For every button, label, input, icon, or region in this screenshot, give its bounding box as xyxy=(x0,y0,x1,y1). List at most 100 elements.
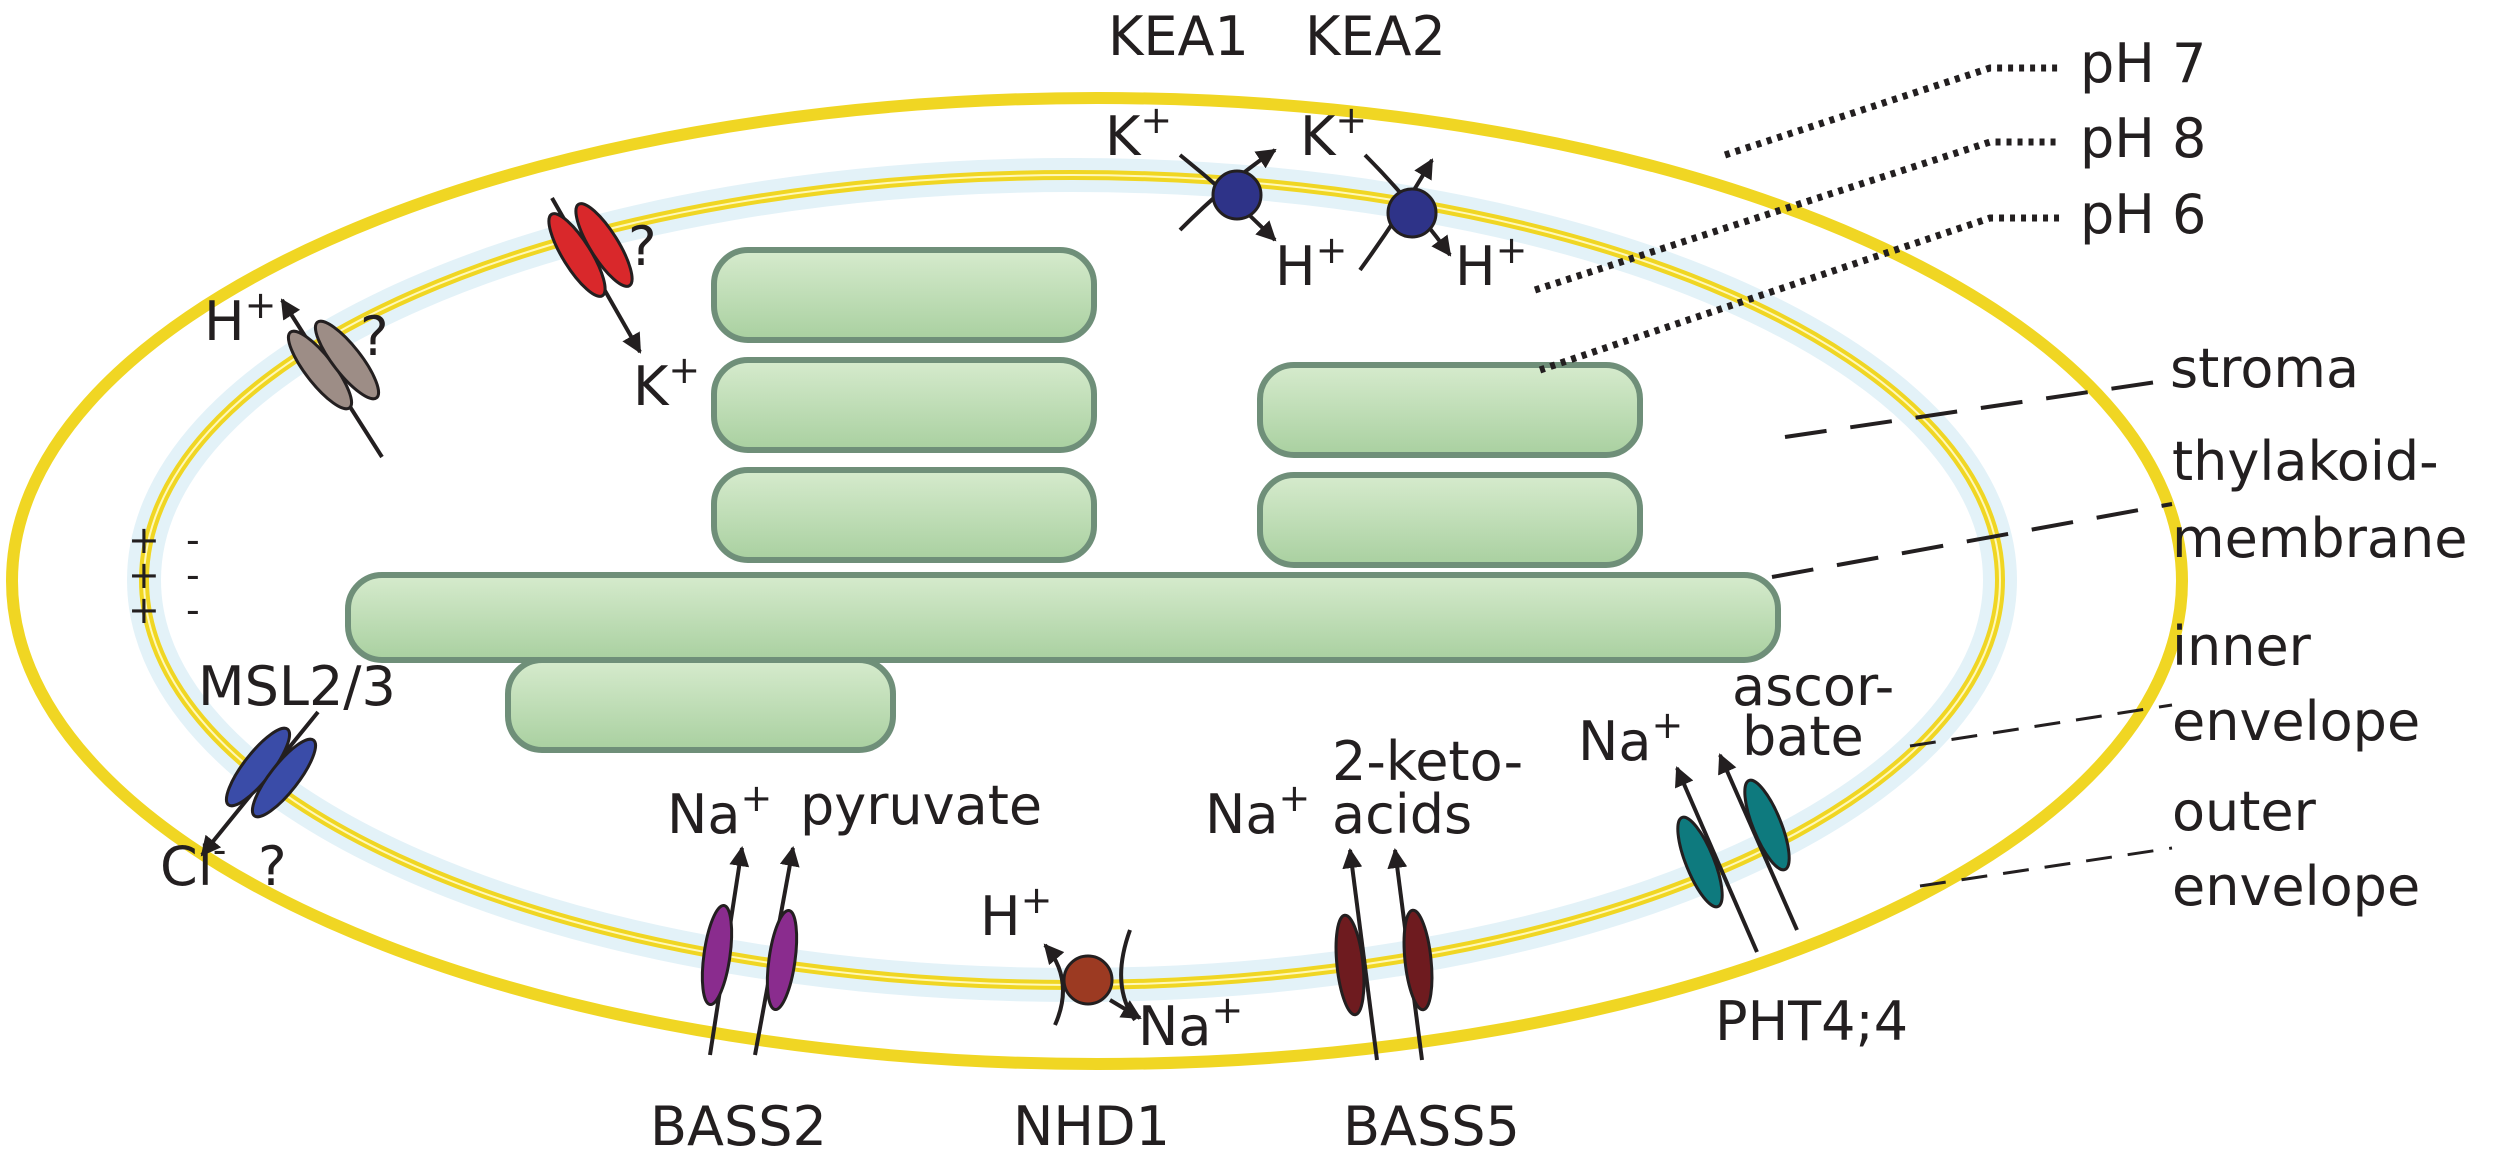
plus-sign: + xyxy=(128,588,160,632)
plus-superscript: + xyxy=(1496,228,1528,272)
bass5-na-label: Na+ xyxy=(1205,776,1310,846)
nhd1-antiporter xyxy=(1043,929,1142,1026)
ph-leaders xyxy=(1533,64,2060,374)
bass5-left-icon xyxy=(1334,913,1366,1017)
thylakoid-grana-2b xyxy=(1257,472,1643,568)
thylakoid-lower-lamella xyxy=(505,657,896,753)
kea1-antiporter xyxy=(1178,148,1277,242)
minus-sign: - xyxy=(186,588,200,632)
msl-label: MSL2/3 xyxy=(198,655,396,718)
h-channel-h-label: H+ xyxy=(204,283,276,353)
stroma-label: stroma xyxy=(2170,337,2359,400)
na-symbol: Na xyxy=(1205,783,1279,846)
outer-line1-label: outer xyxy=(2172,780,2317,843)
bass2-symporter xyxy=(700,846,800,1056)
ph6-leader xyxy=(1538,214,2060,374)
thylakoid-grana-1c xyxy=(711,467,1097,563)
bass5-label: BASS5 xyxy=(1343,1095,1520,1155)
bass2-right-icon xyxy=(765,908,799,1012)
ph8-label: pH 8 xyxy=(2080,107,2206,170)
msl-channel xyxy=(200,710,320,857)
bass2-na-label: Na+ xyxy=(667,776,772,846)
pyruvate-label: pyruvate xyxy=(800,774,1042,837)
msl-cl-label: Cl- xyxy=(160,828,226,898)
nhd1-na-label: Na+ xyxy=(1138,988,1243,1058)
thylakoid-grana-1a xyxy=(711,247,1097,343)
keto-line2-label: acids xyxy=(1332,783,1472,846)
plus-superscript: + xyxy=(1021,878,1053,922)
plus-superscript: + xyxy=(1279,776,1311,820)
bass2-left-icon xyxy=(700,903,734,1007)
msl-right-icon xyxy=(250,737,318,819)
plus-superscript: + xyxy=(668,348,700,392)
thylakoid-stroma-lamella xyxy=(345,572,1781,663)
ph6-label: pH 6 xyxy=(2080,183,2206,246)
ph7-leader xyxy=(1723,64,2060,159)
inner-line1-label: inner xyxy=(2172,615,2312,678)
pht-na-label: Na+ xyxy=(1578,703,1683,773)
pht-right-icon xyxy=(1743,778,1791,872)
kea1-k-label: K+ xyxy=(1105,98,1172,168)
k-symbol: K xyxy=(1105,105,1142,168)
pht-symporter xyxy=(1675,753,1799,953)
inner-envelope-leader xyxy=(1909,703,2173,748)
keto-line1-label: 2-keto- xyxy=(1332,730,1523,793)
kea2-k-label: K+ xyxy=(1300,98,1367,168)
inner-line2-label: envelope xyxy=(2172,690,2420,753)
kea1-h-label: H+ xyxy=(1275,228,1347,298)
compartment-leaders xyxy=(1771,378,2173,888)
kea2-transporter-icon xyxy=(1386,187,1438,239)
kea1-label: KEA1 xyxy=(1108,5,1249,68)
minus-superscript: - xyxy=(213,828,227,872)
bass5-na-arrow xyxy=(1342,848,1379,1061)
pht-left-icon xyxy=(1676,815,1724,909)
h-symbol: H xyxy=(980,885,1021,948)
thylakoid-stacks xyxy=(345,247,1781,753)
plus-superscript: + xyxy=(1212,988,1244,1032)
h-symbol: H xyxy=(204,290,245,353)
bass2-label: BASS2 xyxy=(650,1095,827,1155)
outer-line2-label: envelope xyxy=(2172,855,2420,918)
plus-superscript: + xyxy=(1335,98,1367,142)
kea2-h-label: H+ xyxy=(1455,228,1527,298)
h-channel-question: ? xyxy=(360,305,389,368)
thylakoid-grana-2a xyxy=(1257,362,1643,458)
plus-superscript: + xyxy=(245,283,277,327)
nhd1-na-arrow xyxy=(1108,998,1142,1020)
k-channel-right-icon xyxy=(574,202,634,288)
kea1-transporter-icon xyxy=(1211,169,1263,221)
na-symbol: Na xyxy=(1578,710,1652,773)
thylakoid-line1-label: thylakoid- xyxy=(2172,430,2439,493)
minus-sign: - xyxy=(186,553,200,597)
k-channel-question: ? xyxy=(628,215,657,278)
plus-superscript: + xyxy=(1140,98,1172,142)
cl-symbol: Cl xyxy=(160,835,213,898)
k-symbol: K xyxy=(1300,105,1337,168)
plus-superscript: + xyxy=(741,776,773,820)
bass5-right-icon xyxy=(1402,908,1434,1012)
nhd1-transporter-icon xyxy=(1062,954,1114,1006)
asc-line1-label: ascor- xyxy=(1732,655,1894,718)
plus-sign: + xyxy=(128,518,160,562)
outer-envelope xyxy=(6,92,2188,1070)
nhd1-h-arrow xyxy=(1043,943,1065,1026)
membrane-potential-signs: + - + - + - xyxy=(128,518,200,632)
outer-envelope-leader xyxy=(1919,846,2173,888)
k-symbol: K xyxy=(633,355,670,418)
plus-superscript: + xyxy=(1652,703,1684,747)
thylakoid-leader xyxy=(1771,502,2173,579)
ph7-label: pH 7 xyxy=(2080,32,2206,95)
minus-sign: - xyxy=(186,518,200,562)
thylakoid-line2-label: membrane xyxy=(2172,507,2467,570)
pht-label: PHT4;4 xyxy=(1715,990,1908,1053)
kea2-antiporter xyxy=(1358,153,1452,272)
na-symbol: Na xyxy=(1138,995,1212,1058)
k-channel-k-label: K+ xyxy=(633,348,700,418)
plus-sign: + xyxy=(128,553,160,597)
nhd1-h-label: H+ xyxy=(980,878,1052,948)
msl-question: ? xyxy=(258,835,287,898)
kea2-label: KEA2 xyxy=(1305,5,1446,68)
h-symbol: H xyxy=(1275,235,1316,298)
nhd1-label: NHD1 xyxy=(1013,1095,1170,1155)
